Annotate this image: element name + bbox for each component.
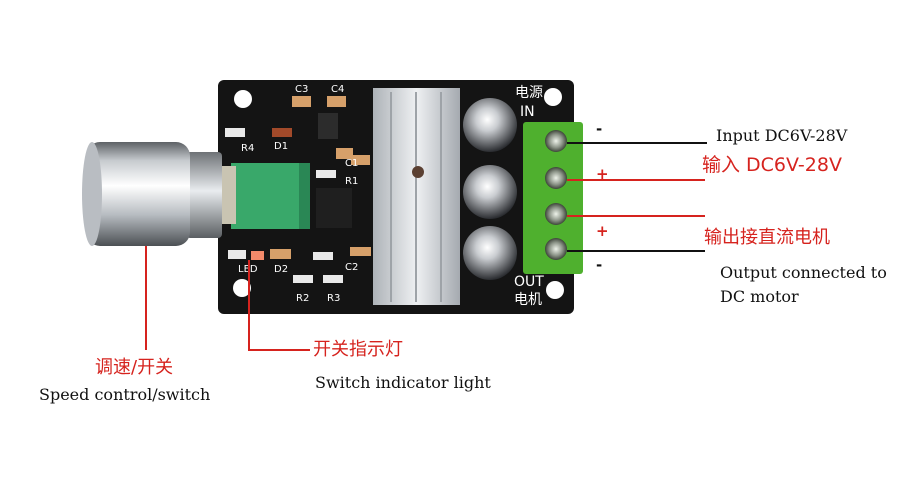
output-label-cn: 输出接直流电机 [704,227,830,248]
potentiometer-shading [299,163,310,229]
capacitor [463,226,517,280]
silk-c4: C4 [331,84,344,95]
smd-component [228,250,246,259]
smd-component [313,252,333,260]
silk-r2: R2 [296,293,309,304]
terminal-screw [545,167,567,189]
silk-in: IN [520,104,535,120]
polarity-mark: - [596,120,602,138]
smd-component [350,247,371,256]
output-label-en-line2: DC motor [720,287,799,306]
silk-r3: R3 [327,293,340,304]
speed-knob [86,142,190,246]
mount-hole [234,90,252,108]
capacitor [463,165,517,219]
smd-component [225,128,245,137]
indicator-led [251,251,264,260]
smd-component [327,96,346,107]
smd-component [336,148,353,159]
input-label-cn: 输入 DC6V-28V [702,154,842,176]
polarity-mark: + [596,165,609,183]
smd-component [293,275,313,283]
ic-chip [316,188,352,228]
polarity-mark: - [596,256,602,274]
silk-power-cn: 电源 [515,85,543,101]
polarity-mark: + [596,222,609,240]
heatsink-screw [412,166,424,178]
silk-led: LED [238,264,258,275]
terminal-screw [545,130,567,152]
terminal-screw [545,203,567,225]
smd-component [316,170,336,178]
knob-collar [186,152,222,238]
knob-face [82,142,102,246]
smd-component [292,96,311,107]
mount-hole [544,88,562,106]
silk-motor-cn: 电机 [514,292,542,308]
indicator-label-cn: 开关指示灯 [313,339,403,360]
terminal-screw [545,238,567,260]
silk-c2: C2 [345,262,358,273]
mount-hole [233,279,251,297]
input-label-en: Input DC6V-28V [716,126,848,145]
speed-label-cn: 调速/开关 [95,357,174,378]
silk-out: OUT [514,274,544,290]
smd-component [323,275,343,283]
smd-component [318,113,338,139]
smd-component [270,249,291,259]
silk-r1: R1 [345,176,358,187]
speed-label-en: Speed control/switch [39,385,211,404]
capacitor [463,98,517,152]
silk-c1: C1 [345,158,358,169]
smd-component [272,128,292,137]
silk-c3: C3 [295,84,308,95]
potentiometer-body [231,163,310,229]
terminal-block [523,122,583,274]
silk-r4: R4 [241,143,254,154]
leader-indicator-light [248,260,310,351]
potentiometer-bushing [222,166,236,224]
mount-hole [546,281,564,299]
indicator-label-en: Switch indicator light [315,373,491,392]
silk-d1: D1 [274,141,288,152]
smd-component [351,155,370,165]
silk-d2: D2 [274,264,288,275]
output-label-en-line1: Output connected to [720,263,887,282]
